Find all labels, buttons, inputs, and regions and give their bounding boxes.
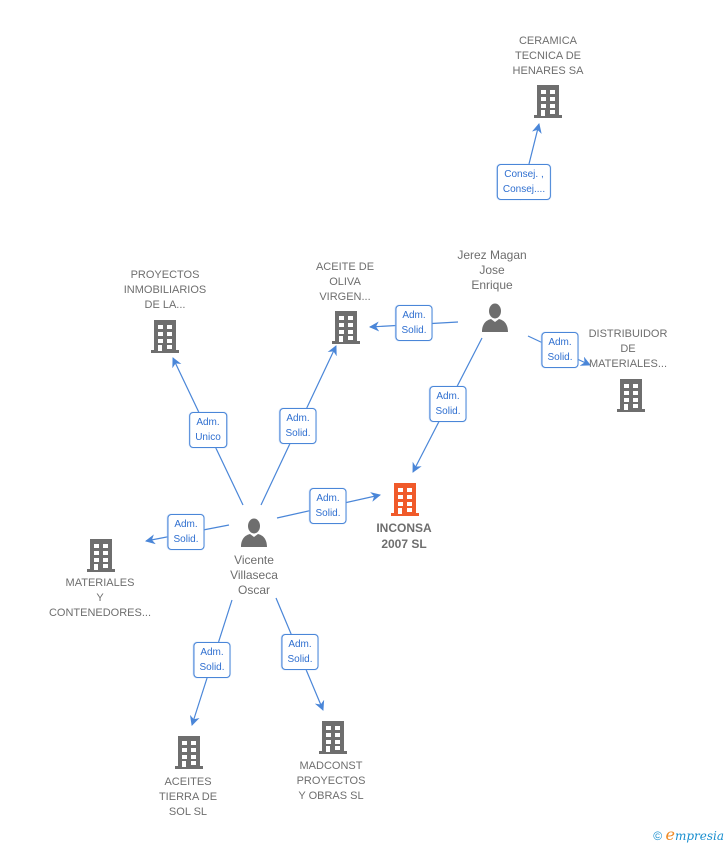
- node-label-line: DISTRIBUIDOR: [588, 328, 668, 340]
- node-label-line: ACEITES: [164, 776, 212, 788]
- edge-label-line: Solid.: [435, 406, 461, 417]
- edge-label-line: Adm.: [316, 493, 340, 504]
- edge-label-line: Adm.: [196, 417, 220, 428]
- edge-label-line: Adm.: [436, 391, 460, 402]
- node-label-line: MATERIALES...: [588, 358, 668, 370]
- edge-label[interactable]: Adm. Solid.: [309, 488, 347, 524]
- edge-label-line: Adm.: [174, 519, 198, 530]
- edge-label-line: Solid.: [287, 654, 313, 665]
- edge-label-line: Adm.: [288, 639, 312, 650]
- edge-label-line: Solid.: [401, 325, 427, 336]
- node-label-ceramica[interactable]: CERAMICA TECNICA DE HENARES SA: [513, 34, 584, 79]
- node-label-materiales[interactable]: MATERIALES Y CONTENEDORES...: [49, 576, 151, 621]
- edge-label[interactable]: Adm. Solid.: [193, 642, 231, 678]
- node-label-line: Jose: [479, 263, 505, 277]
- node-label-line: Jerez Magan: [457, 248, 527, 262]
- node-label-line: MATERIALES: [65, 577, 135, 589]
- edge-label-line: Adm.: [548, 337, 572, 348]
- node-label-line: SOL SL: [168, 806, 208, 818]
- edge-label-line: Unico: [195, 432, 221, 443]
- node-label-line: INCONSA: [376, 521, 432, 535]
- building-icon[interactable]: [532, 83, 564, 124]
- node-label-line: Villaseca: [230, 568, 278, 582]
- node-label-line: Y OBRAS SL: [298, 790, 364, 802]
- node-label-line: Oscar: [237, 583, 270, 597]
- node-label-aceites-tierra[interactable]: ACEITES TIERRA DE SOL SL: [159, 775, 217, 820]
- building-icon[interactable]: [389, 481, 421, 522]
- person-icon[interactable]: [239, 517, 269, 552]
- node-label-line: Vicente: [234, 553, 274, 567]
- edge-label-line: Solid.: [199, 662, 225, 673]
- edge-label-line: Solid.: [173, 534, 199, 545]
- node-label-distribuidor[interactable]: DISTRIBUIDOR DE MATERIALES...: [589, 327, 668, 372]
- edge-label-line: Solid.: [285, 428, 311, 439]
- node-label-line: PROYECTOS: [296, 775, 366, 787]
- node-label-line: VIRGEN...: [319, 291, 371, 303]
- building-icon[interactable]: [317, 719, 349, 760]
- node-label-line: PROYECTOS: [130, 269, 200, 281]
- building-icon[interactable]: [85, 537, 117, 578]
- edge-label[interactable]: Adm. Unico: [189, 412, 227, 448]
- node-label-line: INMOBILIARIOS: [123, 284, 207, 296]
- building-icon[interactable]: [149, 318, 181, 359]
- edge-label-line: Consej....: [502, 184, 546, 195]
- building-icon[interactable]: [173, 734, 205, 775]
- node-label-line: 2007 SL: [381, 537, 427, 551]
- brand-name: mpresia: [674, 829, 724, 843]
- edge-label[interactable]: Adm. Solid.: [429, 386, 467, 422]
- edge-label[interactable]: Adm. Solid.: [541, 332, 579, 368]
- node-label-inconsa[interactable]: INCONSA 2007 SL: [376, 520, 431, 552]
- node-label-line: Enrique: [471, 278, 513, 292]
- edge-label-line: Consej. ,: [504, 169, 544, 180]
- node-label-aceite-oliva[interactable]: ACEITE DE OLIVA VIRGEN...: [316, 260, 374, 305]
- edge-label-line: Adm.: [286, 413, 310, 424]
- node-label-line: OLIVA: [329, 276, 361, 288]
- node-label-madconst[interactable]: MADCONST PROYECTOS Y OBRAS SL: [297, 759, 366, 804]
- empresia-logo[interactable]: © empresia: [653, 825, 724, 844]
- node-label-line: TIERRA DE: [158, 791, 218, 803]
- node-label-line: HENARES SA: [512, 65, 584, 77]
- node-label-proyectos[interactable]: PROYECTOS INMOBILIARIOS DE LA...: [124, 268, 207, 313]
- node-label-line: DE: [620, 343, 636, 355]
- building-icon[interactable]: [615, 377, 647, 418]
- node-label-line: Y: [96, 592, 104, 604]
- node-label-line: TECNICA DE: [514, 50, 582, 62]
- edge-label-line: Adm.: [200, 647, 224, 658]
- node-label-line: CONTENEDORES...: [48, 607, 152, 619]
- copyright-symbol: ©: [653, 829, 663, 843]
- node-label-line: MADCONST: [299, 760, 363, 772]
- edge-label[interactable]: Adm. Solid.: [279, 408, 317, 444]
- edge-label-line: Adm.: [402, 310, 426, 321]
- node-label-line: CERAMICA: [518, 35, 578, 47]
- building-icon[interactable]: [330, 309, 362, 350]
- edge-label[interactable]: Adm. Solid.: [281, 634, 319, 670]
- edge-label-line: Solid.: [547, 352, 573, 363]
- person-icon[interactable]: [480, 302, 510, 337]
- node-label-line: ACEITE DE: [315, 261, 375, 273]
- edge-label[interactable]: Adm. Solid.: [167, 514, 205, 550]
- edge-label-line: Solid.: [315, 508, 341, 519]
- edge-label[interactable]: Consej. , Consej....: [496, 164, 552, 200]
- node-label-line: DE LA...: [144, 299, 186, 311]
- brand-initial: e: [665, 825, 675, 844]
- edge-label[interactable]: Adm. Solid.: [395, 305, 433, 341]
